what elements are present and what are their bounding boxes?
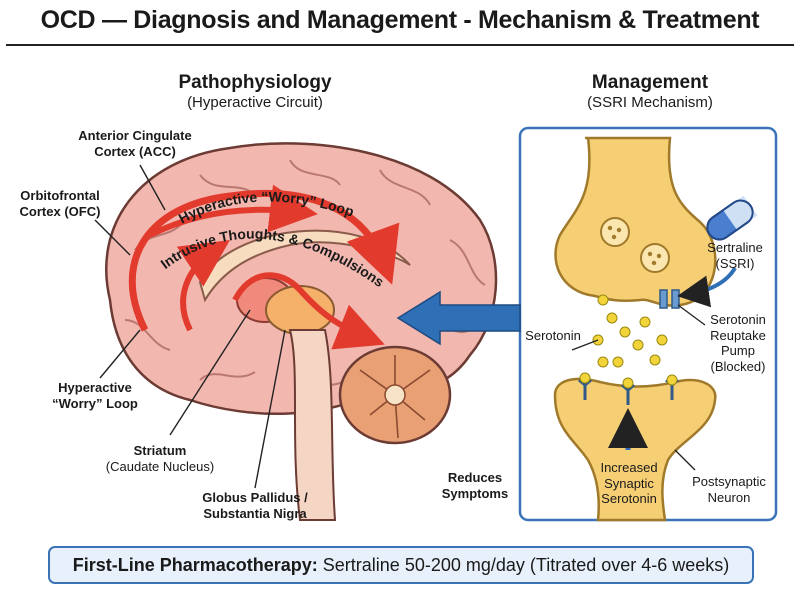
brainstem	[288, 329, 337, 521]
sertraline-pill-icon	[706, 195, 758, 241]
footer-bold-label: First-Line Pharmacotherapy:	[72, 555, 318, 575]
management-subheading: (SSRI Mechanism)	[587, 93, 713, 111]
label-sertraline: Sertraline(SSRI)	[707, 240, 763, 271]
management-heading: Management	[591, 72, 709, 93]
pill-arrow	[677, 266, 737, 308]
synaptic-vesicles	[600, 217, 670, 273]
postsynaptic-neuron	[553, 377, 717, 522]
management-header: Management (SSRI Mechanism)	[545, 72, 755, 111]
label-worry-loop: Hyperactive“Worry” Loop	[52, 380, 138, 411]
footer-text: Sertraline 50-200 mg/day (Titrated over …	[322, 555, 730, 575]
hyperactive-loop-inner	[148, 184, 318, 238]
presynaptic-neuron	[554, 136, 717, 307]
title-divider	[6, 44, 794, 46]
label-globus-pallidus: Globus Pallidus /Substantia Nigra	[202, 490, 308, 521]
serotonin-molecules	[579, 294, 678, 389]
label-striatum: Striatum(Caudate Nucleus)	[105, 443, 215, 474]
hyperactive-loop-left	[176, 240, 230, 332]
pathophysiology-header: Pathophysiology (Hyperactive Circuit)	[150, 72, 360, 111]
pathophysiology-subheading: (Hyperactive Circuit)	[187, 93, 323, 111]
first-line-therapy-box: First-Line Pharmacotherapy: Sertraline 5…	[48, 546, 754, 584]
hyperactive-loop-lower	[232, 272, 385, 350]
leader-lines	[94, 164, 286, 489]
panel-leader-lines	[571, 304, 706, 471]
pathophysiology-heading: Pathophysiology	[178, 72, 332, 93]
treatment-arrow	[396, 290, 521, 346]
page-title: OCD — Diagnosis and Management - Mechani…	[40, 6, 760, 34]
label-serotonin: Serotonin	[525, 328, 581, 343]
hyperactive-loop-outer	[128, 190, 400, 332]
